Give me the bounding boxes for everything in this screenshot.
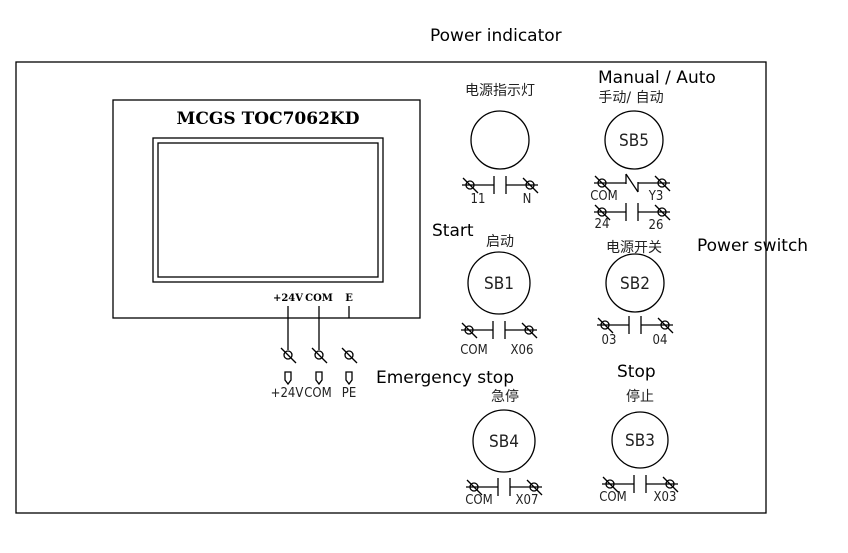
terminal-slash [594,204,611,221]
terminal-icon [605,479,615,489]
sb5-nc-right: Y3 [648,189,664,204]
lamp-contact-right: N [523,192,532,207]
terminal-icon [344,350,354,360]
panel-frame [15,61,767,514]
terminal-slash [662,476,679,493]
annotation-power-switch: Power switch [697,236,808,256]
terminal-slash [594,175,611,192]
terminal-icon [283,350,293,360]
sb5-nc-left: COM [590,189,617,204]
annotation-emergency-stop: Emergency stop [376,368,514,388]
terminal-slash [280,347,297,364]
lamp-contact-left: 11 [471,192,486,207]
hmi-terminal-e: E [345,293,353,304]
terminal-slash [654,204,671,221]
connector-icon [345,371,353,386]
terminal-icon [469,482,479,492]
terminal-icon [529,482,539,492]
terminal-icon [600,320,610,330]
terminal-icon [597,178,607,188]
annotation-start: Start [432,221,474,241]
terminal-slash [522,177,539,194]
hmi-screen [157,142,379,278]
sb1-button [467,251,531,315]
nc-contact-blade [625,173,639,193]
sb4-label: 急停 [491,388,519,405]
sb3-contact-right: X03 [654,490,677,505]
annotation-power-indicator: Power indicator [430,26,562,46]
terminal-slash [462,177,479,194]
sb1-contact-right: X06 [511,343,534,358]
hmi-terminal-24v: +24V [273,293,303,304]
sb4-id: SB4 [489,432,519,452]
sb5-button [604,110,664,170]
terminal-slash [602,476,619,493]
wire-label-pe: PE [342,386,356,401]
hmi-screen-outer [152,137,384,283]
terminal-slash [657,317,674,334]
wire-label-com: COM [304,386,331,401]
sb3-id: SB3 [625,431,655,451]
sb1-id: SB1 [484,274,514,294]
sb5-no-right: 26 [649,218,664,233]
sb2-contact-right: 04 [653,333,668,348]
sb5-label: 手动/ 自动 [598,90,663,106]
wire-label-24v: +24V [271,386,304,401]
power-indicator-lamp [470,110,530,170]
terminal-icon [465,180,475,190]
sb4-button [472,409,536,473]
hmi-model: MCGS TOC7062KD [177,109,360,129]
sb4-contact-left: COM [465,493,492,508]
sb3-label: 停止 [626,388,654,405]
sb2-contact-left: 03 [602,333,617,348]
terminal-icon [464,325,474,335]
terminal-icon [597,207,607,217]
terminal-slash [311,347,328,364]
terminal-icon [314,350,324,360]
annotation-stop: Stop [617,362,656,382]
sb3-button [611,411,669,469]
sb3-contact-left: COM [599,490,626,505]
terminal-slash [521,322,538,339]
sb1-label: 启动 [486,234,514,250]
terminal-icon [525,180,535,190]
sb2-label: 电源开关 [606,240,662,256]
lamp-label: 电源指示灯 [465,83,535,99]
sb2-button [605,253,665,313]
sb4-contact-right: X07 [516,493,539,508]
sb5-id: SB5 [619,131,649,151]
sb1-contact-left: COM [460,343,487,358]
terminal-slash [466,479,483,496]
annotation-manual-auto: Manual / Auto [598,68,716,88]
connector-icon [315,371,323,386]
terminal-icon [524,325,534,335]
wiring-lines [280,173,679,496]
connector-icon [284,371,292,386]
sb5-no-left: 24 [595,217,610,232]
sb2-id: SB2 [620,274,650,294]
terminal-slash [526,479,543,496]
terminal-icon [657,207,667,217]
terminal-slash [597,317,614,334]
hmi-terminal-com: COM [305,293,333,304]
terminal-icon [660,320,670,330]
terminal-slash [341,347,358,364]
hmi-device: MCGS TOC7062KD +24V COM E +24V COM PE [112,99,421,401]
terminal-slash [654,175,671,192]
terminal-slash [461,322,478,339]
hmi-body [112,99,421,319]
terminal-icon [657,178,667,188]
terminal-icon [665,479,675,489]
